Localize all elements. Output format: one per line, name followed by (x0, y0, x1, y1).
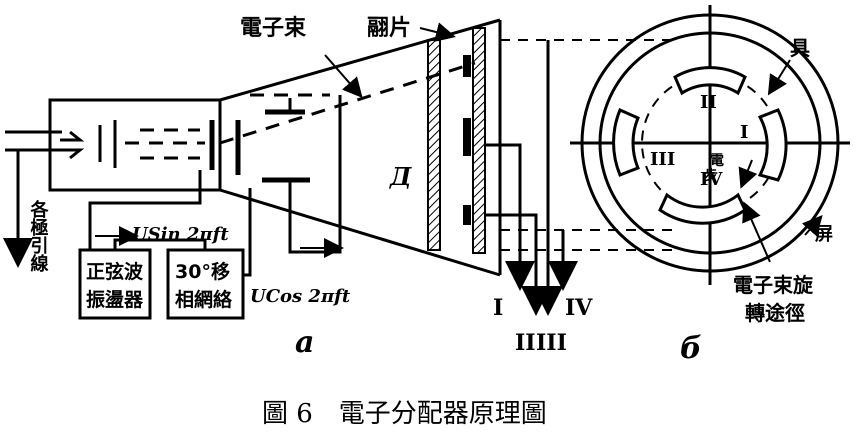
label-seg-III: III (650, 149, 675, 170)
cathode (60, 130, 85, 160)
output-lead-I (485, 143, 535, 291)
label-right-bottom: 屏 (815, 224, 833, 245)
label-plate: 翮片 (367, 16, 411, 41)
shift-to-plate (243, 188, 252, 277)
label-osc-1: 正弦波 (86, 260, 144, 283)
label-ucos: UCos 2πft (250, 286, 351, 307)
leader-beam (324, 54, 363, 99)
label-shift-2: 相網絡 (175, 288, 233, 311)
osc-to-plate (88, 170, 202, 250)
label-D: Д (389, 162, 412, 191)
label-roman-II: II (515, 330, 536, 356)
shift-to-plate-2 (288, 95, 342, 254)
label-usin: USin 2πft (132, 224, 229, 245)
label-trace-2: 轉途徑 (745, 301, 805, 325)
tube-a (3, 18, 680, 320)
label-sub-b: б (680, 331, 702, 366)
segment-II (673, 66, 747, 96)
label-seg-II: II (700, 92, 717, 113)
direction-arrow (738, 159, 758, 189)
label-roman-IV: IV (565, 295, 593, 321)
leader-top (767, 59, 791, 96)
label-roman-III: III (536, 330, 567, 356)
label-trace-1: 電子束旋 (733, 273, 814, 297)
label-shift-1: 30°移 (175, 260, 230, 283)
tube-funnel-bottom (219, 188, 501, 277)
label-leads: 各極引線 (28, 199, 50, 273)
segment-block-3 (463, 205, 471, 225)
screen-b (570, 5, 850, 285)
osc-to-shift (113, 238, 207, 250)
tube-neck (48, 98, 222, 192)
label-osc-2: 振盪器 (86, 288, 144, 311)
leader-plate (419, 22, 456, 42)
figure-caption: 圖 6 電子分配器原理圖 (262, 399, 547, 429)
label-sub-a: a (295, 325, 314, 360)
label-roman-I: I (493, 295, 503, 321)
segment-block-1 (463, 55, 471, 77)
label-right-top: 具 (790, 36, 810, 60)
leader-trace (742, 201, 771, 263)
segment-IV (658, 192, 747, 225)
segment-plate-1 (427, 39, 441, 251)
label-center-2: 步 (704, 167, 718, 184)
output-lead-II (485, 213, 551, 316)
segment-plate-2 (472, 27, 486, 254)
label-center-1: 電 (710, 152, 724, 169)
segment-III (612, 108, 640, 177)
label-seg-I: I (740, 122, 748, 143)
segment-block-2 (463, 118, 471, 156)
leader-screen (801, 215, 823, 237)
label-electron-beam: 電子束 (240, 15, 307, 41)
label-seg-IV: IV (700, 169, 723, 190)
segment-I (757, 108, 788, 182)
